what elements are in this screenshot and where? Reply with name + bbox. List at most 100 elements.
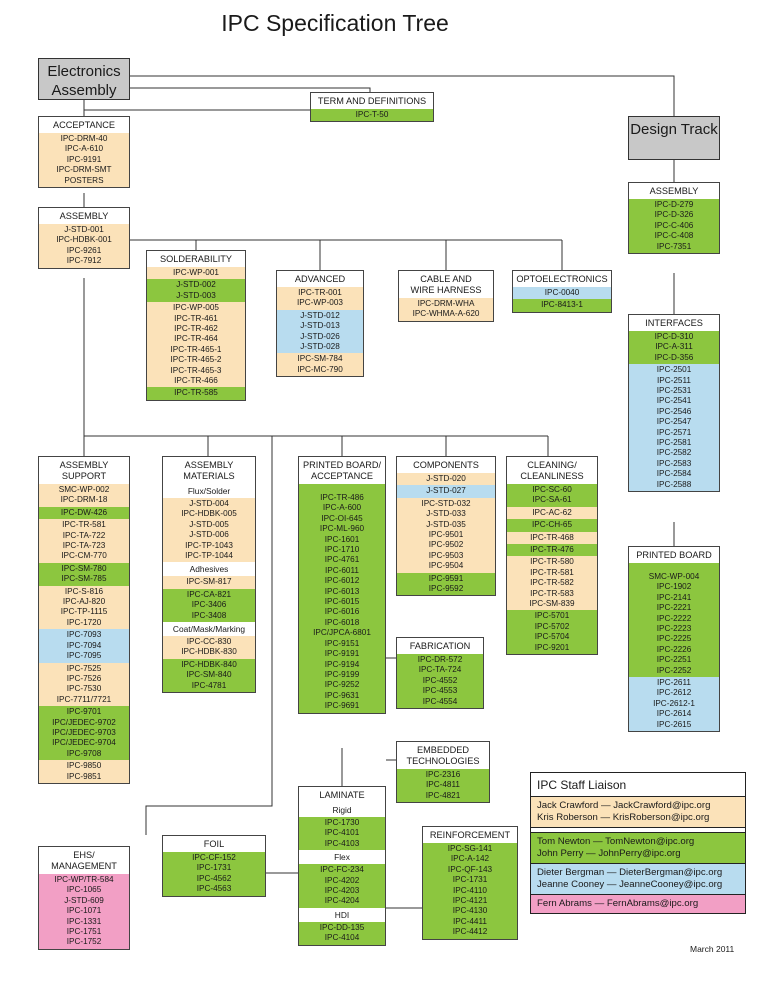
spec-item: IPC-CA-821: [186, 589, 232, 599]
spec-item: IPC-4554: [422, 696, 458, 706]
spec-item: IPC-SM-840: [186, 670, 232, 680]
spec-item: IPC-TR-581: [62, 520, 106, 530]
spec-item: IPC-9194: [324, 659, 360, 669]
spec-item: IPC-5702: [534, 621, 570, 631]
spec-item: SMC-WP-002: [58, 485, 110, 494]
spec-item: IPC-HDBK-830: [181, 647, 237, 657]
spec-group: IPC-8413-1: [513, 299, 611, 312]
spec-item: IPC-TR-476: [530, 545, 574, 555]
spec-item: IPC-SM-785: [61, 574, 107, 584]
subsection-label: Rigid: [299, 803, 385, 817]
spec-item: IPC-D-356: [654, 352, 694, 362]
page-title: IPC Specification Tree: [221, 10, 449, 36]
spec-item: IPC-A-610: [64, 144, 104, 154]
spec-item: IPC-A-142: [450, 854, 490, 864]
spec-item: IPC-T-50: [355, 110, 389, 119]
spec-group: IPC-SM-817: [163, 576, 255, 589]
spec-group: IPC-0040: [513, 287, 611, 300]
date-label: March 2011: [690, 944, 735, 954]
spec-item: J-STD-035: [426, 519, 466, 529]
spec-item: IPC-4811: [426, 780, 460, 790]
spec-item: IPC-1731: [196, 863, 232, 873]
spec-item: IPC-TA-723: [62, 541, 106, 551]
box-heading: COMPONENTS: [397, 457, 495, 473]
legend-row: Dieter Bergman — DieterBergman@ipc.org J…: [531, 864, 745, 895]
spec-item: IPC-8413-1: [541, 300, 583, 310]
spec-item: IPC-4761: [324, 555, 360, 565]
spec-item: IPC-6018: [324, 617, 360, 627]
spec-item: IPC-DRM-SMT: [56, 165, 112, 175]
spec-item: IPC-DW-426: [60, 507, 108, 517]
spec-item: IPC-1720: [66, 617, 102, 627]
spec-item: [629, 564, 719, 572]
spec-item: IPC-2571: [656, 427, 692, 437]
spec-item: IPC-2226: [656, 644, 692, 654]
spec-item: IPC-4101: [324, 828, 360, 838]
spec-item: IPC-C-406: [654, 220, 694, 230]
spec-item: IPC-2251: [656, 655, 692, 665]
spec-item: IPC-A-600: [322, 503, 362, 513]
box-heading: FOIL: [163, 836, 265, 852]
spec-item: IPC-7912: [66, 256, 102, 266]
box-heading: OPTOELECTRONICS: [513, 271, 611, 287]
spec-item: IPC-2222: [656, 613, 692, 623]
box-heading: ASSEMBLY: [39, 208, 129, 224]
legend-line: John Perry — JohnPerry@ipc.org: [537, 848, 681, 859]
spec-item: IPC-9501: [428, 530, 464, 540]
legend-line: Kris Roberson — KrisRoberson@ipc.org: [537, 812, 710, 823]
spec-group: IPC-TR-585: [147, 387, 245, 400]
spec-item: J-STD-013: [300, 321, 340, 331]
spec-item: IPC-TR-465-3: [170, 365, 222, 375]
legend-spacer: [531, 828, 745, 833]
spec-item: IPC-CM-770: [61, 551, 107, 561]
spec-item: IPC-1065: [66, 885, 102, 895]
spec-item: J-STD-002: [176, 280, 216, 290]
spec-item: IPC-WHMA-A-620: [412, 309, 480, 319]
spec-item: IPC-SM-839: [529, 599, 575, 609]
box-heading: SOLDERABILITY: [147, 251, 245, 267]
subsection-label: Flex: [299, 850, 385, 865]
spec-item: IPC-1751: [66, 927, 102, 937]
heading-line: FOIL: [203, 839, 225, 849]
heading-line: ASSEMBLY: [649, 186, 699, 196]
legend-title: IPC Staff Liaison: [531, 773, 745, 797]
spec-item: IPC-2582: [656, 448, 692, 458]
spec-item: J-STD-006: [189, 530, 229, 540]
spec-item: IPC-4562: [196, 873, 232, 883]
spec-item: IPC-7525: [66, 663, 102, 673]
spec-item: IPC-SA-61: [532, 495, 572, 505]
heading-line: EHS/: [73, 850, 95, 860]
spec-item: POSTERS: [64, 175, 104, 185]
spec-item: IPC-1730: [324, 818, 360, 827]
spec-item: IPC-TR-585: [174, 388, 218, 398]
spec-item: IPC-WP/TR-584: [54, 875, 114, 884]
legend-line: Jack Crawford — JackCrawford@ipc.org: [537, 800, 711, 811]
spec-item: J-STD-020: [426, 474, 466, 483]
spec-item: IPC-3408: [191, 610, 227, 620]
spec-item: IPC-9851: [66, 771, 102, 781]
heading-line: ACCEPTANCE: [310, 471, 374, 481]
heading-line: ASSEMBLY: [184, 460, 234, 470]
heading-line: MANAGEMENT: [51, 861, 117, 871]
spec-item: IPC-TA-722: [62, 530, 106, 540]
spec-item: IPC-0040: [544, 288, 580, 297]
spec-item: IPC-TR-465-2: [170, 355, 222, 365]
box-heading: ADVANCED: [277, 271, 363, 287]
subsection-label: Coat/Mask/Marking: [163, 622, 255, 637]
spec-item: J-STD-001: [64, 225, 104, 234]
subsection-label: Flux/Solder: [163, 484, 255, 498]
spec-item: IPC-HDBK-005: [181, 509, 237, 519]
heading-line: MATERIALS: [183, 471, 235, 481]
spec-item: IPC-MC-790: [297, 364, 343, 374]
